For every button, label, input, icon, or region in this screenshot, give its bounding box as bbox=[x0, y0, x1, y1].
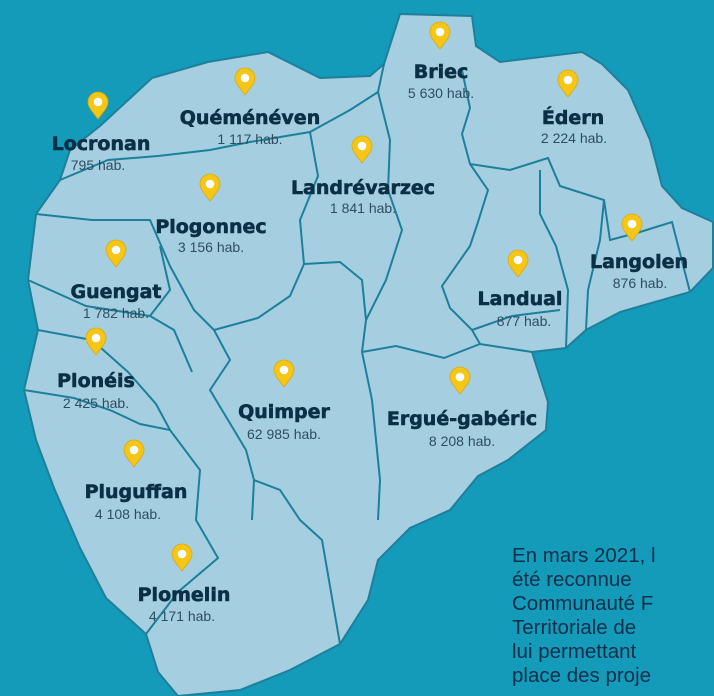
map-pin-icon bbox=[273, 359, 295, 388]
commune-name-quemeneven: Quéménéven bbox=[180, 107, 320, 129]
caption-line: Territoriale de bbox=[512, 616, 637, 639]
commune-name-guengat: Guengat bbox=[70, 281, 161, 303]
map-pin-icon bbox=[429, 21, 451, 50]
commune-population-ploneis: 2 425 hab. bbox=[63, 395, 129, 411]
map-pin-icon bbox=[351, 135, 373, 164]
caption-line: Communauté F bbox=[512, 592, 654, 615]
pins-layer bbox=[85, 21, 643, 572]
commune-name-landual: Landual bbox=[478, 288, 563, 310]
commune-population-plomelin: 4 171 hab. bbox=[149, 608, 215, 624]
commune-population-pluguffan: 4 108 hab. bbox=[95, 506, 161, 522]
map-pin-icon bbox=[87, 91, 109, 120]
commune-population-landrevarzec: 1 841 hab. bbox=[330, 200, 396, 216]
map-pin-icon bbox=[171, 543, 193, 572]
commune-population-guengat: 1 782 hab. bbox=[83, 305, 149, 321]
map-pin-icon bbox=[507, 249, 529, 278]
commune-name-landrevarzec: Landrévarzec bbox=[291, 177, 435, 199]
caption-line: été reconnue bbox=[512, 568, 632, 591]
map-pin-icon bbox=[123, 439, 145, 468]
commune-population-locronan: 795 hab. bbox=[71, 157, 126, 173]
map-pin-icon bbox=[234, 67, 256, 96]
commune-name-edern: Édern bbox=[542, 106, 604, 129]
commune-population-quimper: 62 985 hab. bbox=[247, 426, 321, 442]
map-pin-icon bbox=[557, 69, 579, 98]
caption-line: place des proje bbox=[512, 664, 652, 687]
commune-name-ploneis: Plonéis bbox=[57, 370, 135, 392]
map-pin-icon bbox=[85, 327, 107, 356]
commune-name-briec: Briec bbox=[414, 61, 469, 83]
commune-population-landual: 877 hab. bbox=[497, 313, 552, 329]
map-pin-icon bbox=[105, 239, 127, 268]
commune-population-briec: 5 630 hab. bbox=[408, 85, 474, 101]
caption-line: lui permettant bbox=[512, 640, 637, 663]
commune-name-ergue: Ergué-gabéric bbox=[387, 408, 537, 430]
commune-name-locronan: Locronan bbox=[52, 133, 151, 155]
commune-population-langolen: 876 hab. bbox=[613, 275, 668, 291]
commune-name-plogonnec: Plogonnec bbox=[155, 216, 266, 238]
map-pin-icon bbox=[449, 366, 471, 395]
map-pin-icon bbox=[199, 173, 221, 202]
commune-population-plogonnec: 3 156 hab. bbox=[178, 239, 244, 255]
caption-line: En mars 2021, l bbox=[512, 544, 656, 567]
commune-name-pluguffan: Pluguffan bbox=[85, 481, 188, 503]
commune-name-plomelin: Plomelin bbox=[138, 584, 231, 606]
commune-name-langolen: Langolen bbox=[590, 251, 688, 273]
commune-population-ergue: 8 208 hab. bbox=[429, 433, 495, 449]
commune-population-quemeneven: 1 117 hab. bbox=[217, 131, 282, 147]
commune-borders bbox=[23, 63, 691, 645]
commune-population-edern: 2 224 hab. bbox=[541, 130, 607, 146]
commune-name-quimper: Quimper bbox=[238, 401, 330, 423]
caption-text: En mars 2021, l été reconnue Communauté … bbox=[512, 544, 714, 688]
map-pin-icon bbox=[621, 213, 643, 242]
